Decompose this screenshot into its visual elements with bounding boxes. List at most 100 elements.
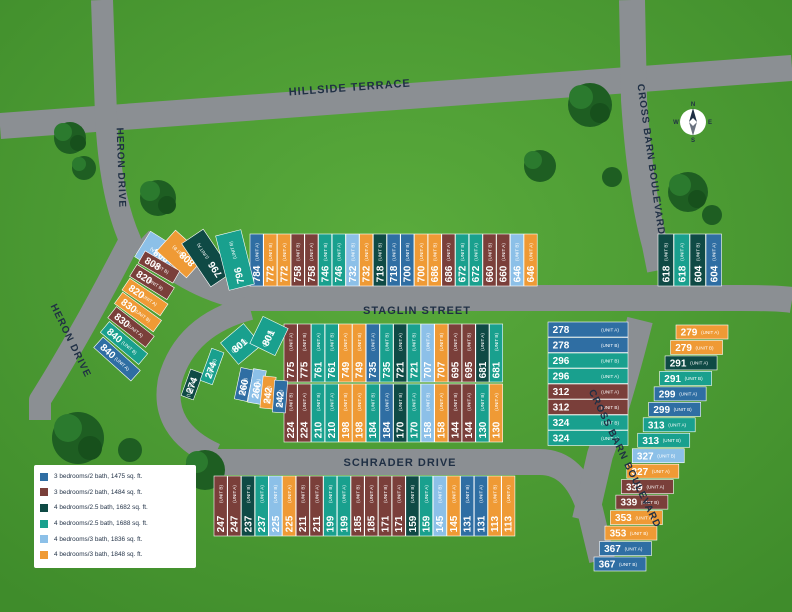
lot-761-unit-b[interactable]: 761(UNIT B): [324, 323, 339, 383]
lot-299-unit-b[interactable]: 299(UNIT B): [648, 402, 701, 417]
lot-shape[interactable]: [547, 368, 629, 384]
lot-646-unit-a[interactable]: 646(UNIT A): [523, 233, 538, 287]
lot-274-unit-a[interactable]: 274(UNIT A): [180, 368, 204, 401]
lot-shape[interactable]: [659, 371, 712, 386]
lot-144-unit-b[interactable]: 144(UNIT B): [448, 383, 462, 443]
lot-shape[interactable]: [345, 233, 360, 287]
lot-shape[interactable]: [489, 323, 504, 383]
lot-758-unit-b[interactable]: 758(UNIT B): [290, 233, 305, 287]
lot-198-unit-a[interactable]: 198(UNIT A): [352, 383, 367, 443]
lot-145-unit-b[interactable]: 145(UNIT B): [432, 475, 447, 537]
lot-shape[interactable]: [547, 352, 629, 369]
lot-199-unit-b[interactable]: 199(UNIT B): [323, 475, 338, 537]
lot-shape[interactable]: [487, 475, 502, 537]
lot-775-unit-a[interactable]: 775(UNIT A): [283, 323, 298, 383]
lot-749-unit-b[interactable]: 749(UNIT B): [352, 323, 367, 383]
lot-772-unit-b[interactable]: 772(UNIT B): [263, 233, 278, 287]
lot-shape[interactable]: [311, 323, 325, 383]
lot-shape[interactable]: [406, 323, 421, 383]
lot-shape[interactable]: [547, 383, 629, 400]
lot-shape[interactable]: [283, 323, 298, 383]
lot-shape[interactable]: [99, 321, 149, 365]
lot-211-unit-a[interactable]: 211(UNIT A): [309, 475, 324, 537]
lot-shape[interactable]: [272, 379, 288, 414]
lot-646-unit-b[interactable]: 646(UNIT B): [510, 233, 524, 287]
lot-shape[interactable]: [626, 463, 680, 479]
lot-shape[interactable]: [653, 386, 707, 402]
lot-shape[interactable]: [365, 383, 380, 443]
lot-shape[interactable]: [393, 383, 408, 443]
lot-shape[interactable]: [420, 383, 435, 443]
lot-158-unit-a[interactable]: 158(UNIT A): [434, 383, 449, 443]
lot-shape[interactable]: [604, 525, 658, 541]
lot-707-unit-a[interactable]: 707(UNIT A): [420, 323, 435, 383]
lot-shape[interactable]: [249, 315, 289, 357]
lot-224-unit-b[interactable]: 224(UNIT B): [283, 383, 298, 443]
lot-801-unit-b[interactable]: 801(UNIT B): [220, 323, 262, 365]
lot-shape[interactable]: [689, 233, 706, 287]
lot-159-unit-a[interactable]: 159(UNIT A): [419, 475, 434, 537]
lot-shape[interactable]: [475, 383, 490, 443]
lot-shape[interactable]: [448, 383, 462, 443]
lot-313-unit-b[interactable]: 313(UNIT B): [637, 432, 691, 448]
lot-shape[interactable]: [446, 475, 461, 537]
lot-278-unit-b[interactable]: 278(UNIT B): [547, 337, 629, 353]
lot-210-unit-b[interactable]: 210(UNIT B): [311, 383, 325, 443]
lot-367-unit-b[interactable]: 367(UNIT B): [593, 556, 647, 572]
lot-279-unit-a[interactable]: 279(UNIT A): [675, 324, 729, 340]
lot-shape[interactable]: [657, 233, 674, 287]
lot-312-unit-b[interactable]: 312(UNIT B): [547, 399, 629, 415]
lot-604-unit-a[interactable]: 604(UNIT A): [705, 233, 722, 287]
lot-shape[interactable]: [297, 323, 312, 383]
lot-shape[interactable]: [664, 355, 718, 371]
lot-732-unit-b[interactable]: 732(UNIT B): [345, 233, 360, 287]
lot-681-unit-a[interactable]: 681(UNIT A): [475, 323, 490, 383]
lot-686-unit-a[interactable]: 686(UNIT A): [441, 233, 456, 287]
lot-830-unit-a[interactable]: 830(UNIT A): [107, 306, 155, 348]
lot-shape[interactable]: [311, 383, 325, 443]
lot-145-unit-a[interactable]: 145(UNIT A): [446, 475, 461, 537]
lot-shape[interactable]: [386, 233, 401, 287]
lot-shape[interactable]: [137, 250, 181, 284]
lot-840-unit-a[interactable]: 840(UNIT A): [93, 336, 141, 382]
lot-700-unit-b[interactable]: 700(UNIT B): [400, 233, 415, 287]
lot-shape[interactable]: [331, 233, 346, 287]
lot-shape[interactable]: [352, 323, 367, 383]
lot-695-unit-a[interactable]: 695(UNIT A): [448, 323, 462, 383]
lot-shape[interactable]: [181, 228, 233, 288]
lot-758-unit-a[interactable]: 758(UNIT A): [304, 233, 319, 287]
lot-shape[interactable]: [359, 233, 374, 287]
lot-shape[interactable]: [615, 494, 669, 510]
lot-shape[interactable]: [461, 323, 476, 383]
lot-shape[interactable]: [393, 323, 408, 383]
lot-shape[interactable]: [621, 479, 674, 494]
lot-784-unit-a[interactable]: 784(UNIT A): [249, 233, 264, 287]
lot-291-unit-b[interactable]: 291(UNIT B): [659, 371, 712, 386]
lot-shape[interactable]: [489, 383, 504, 443]
lot-shape[interactable]: [420, 323, 435, 383]
lot-shape[interactable]: [496, 233, 511, 287]
lot-279-unit-b[interactable]: 279(UNIT B): [670, 340, 723, 355]
lot-shape[interactable]: [642, 417, 696, 433]
lot-shape[interactable]: [114, 291, 162, 333]
lot-shape[interactable]: [199, 347, 225, 386]
lot-113-unit-a[interactable]: 113(UNIT A): [501, 475, 516, 537]
lot-353-unit-b[interactable]: 353(UNIT B): [604, 525, 658, 541]
lot-shape[interactable]: [350, 475, 365, 537]
lot-shape[interactable]: [482, 233, 497, 287]
lot-shape[interactable]: [434, 383, 449, 443]
lot-721-unit-b[interactable]: 721(UNIT B): [406, 323, 421, 383]
lot-shape[interactable]: [475, 323, 490, 383]
lot-shape[interactable]: [406, 383, 421, 443]
lot-shape[interactable]: [547, 399, 629, 415]
lot-171-unit-a[interactable]: 171(UNIT A): [391, 475, 406, 537]
lot-shape[interactable]: [510, 233, 524, 287]
lot-shape[interactable]: [648, 402, 701, 417]
lot-shape[interactable]: [455, 233, 470, 287]
lot-shape[interactable]: [324, 383, 339, 443]
lot-707-unit-b[interactable]: 707(UNIT B): [434, 323, 449, 383]
lot-shape[interactable]: [523, 233, 538, 287]
lot-shape[interactable]: [599, 541, 652, 556]
lot-170-unit-a[interactable]: 170(UNIT A): [406, 383, 421, 443]
lot-131-unit-b[interactable]: 131(UNIT B): [460, 475, 475, 537]
